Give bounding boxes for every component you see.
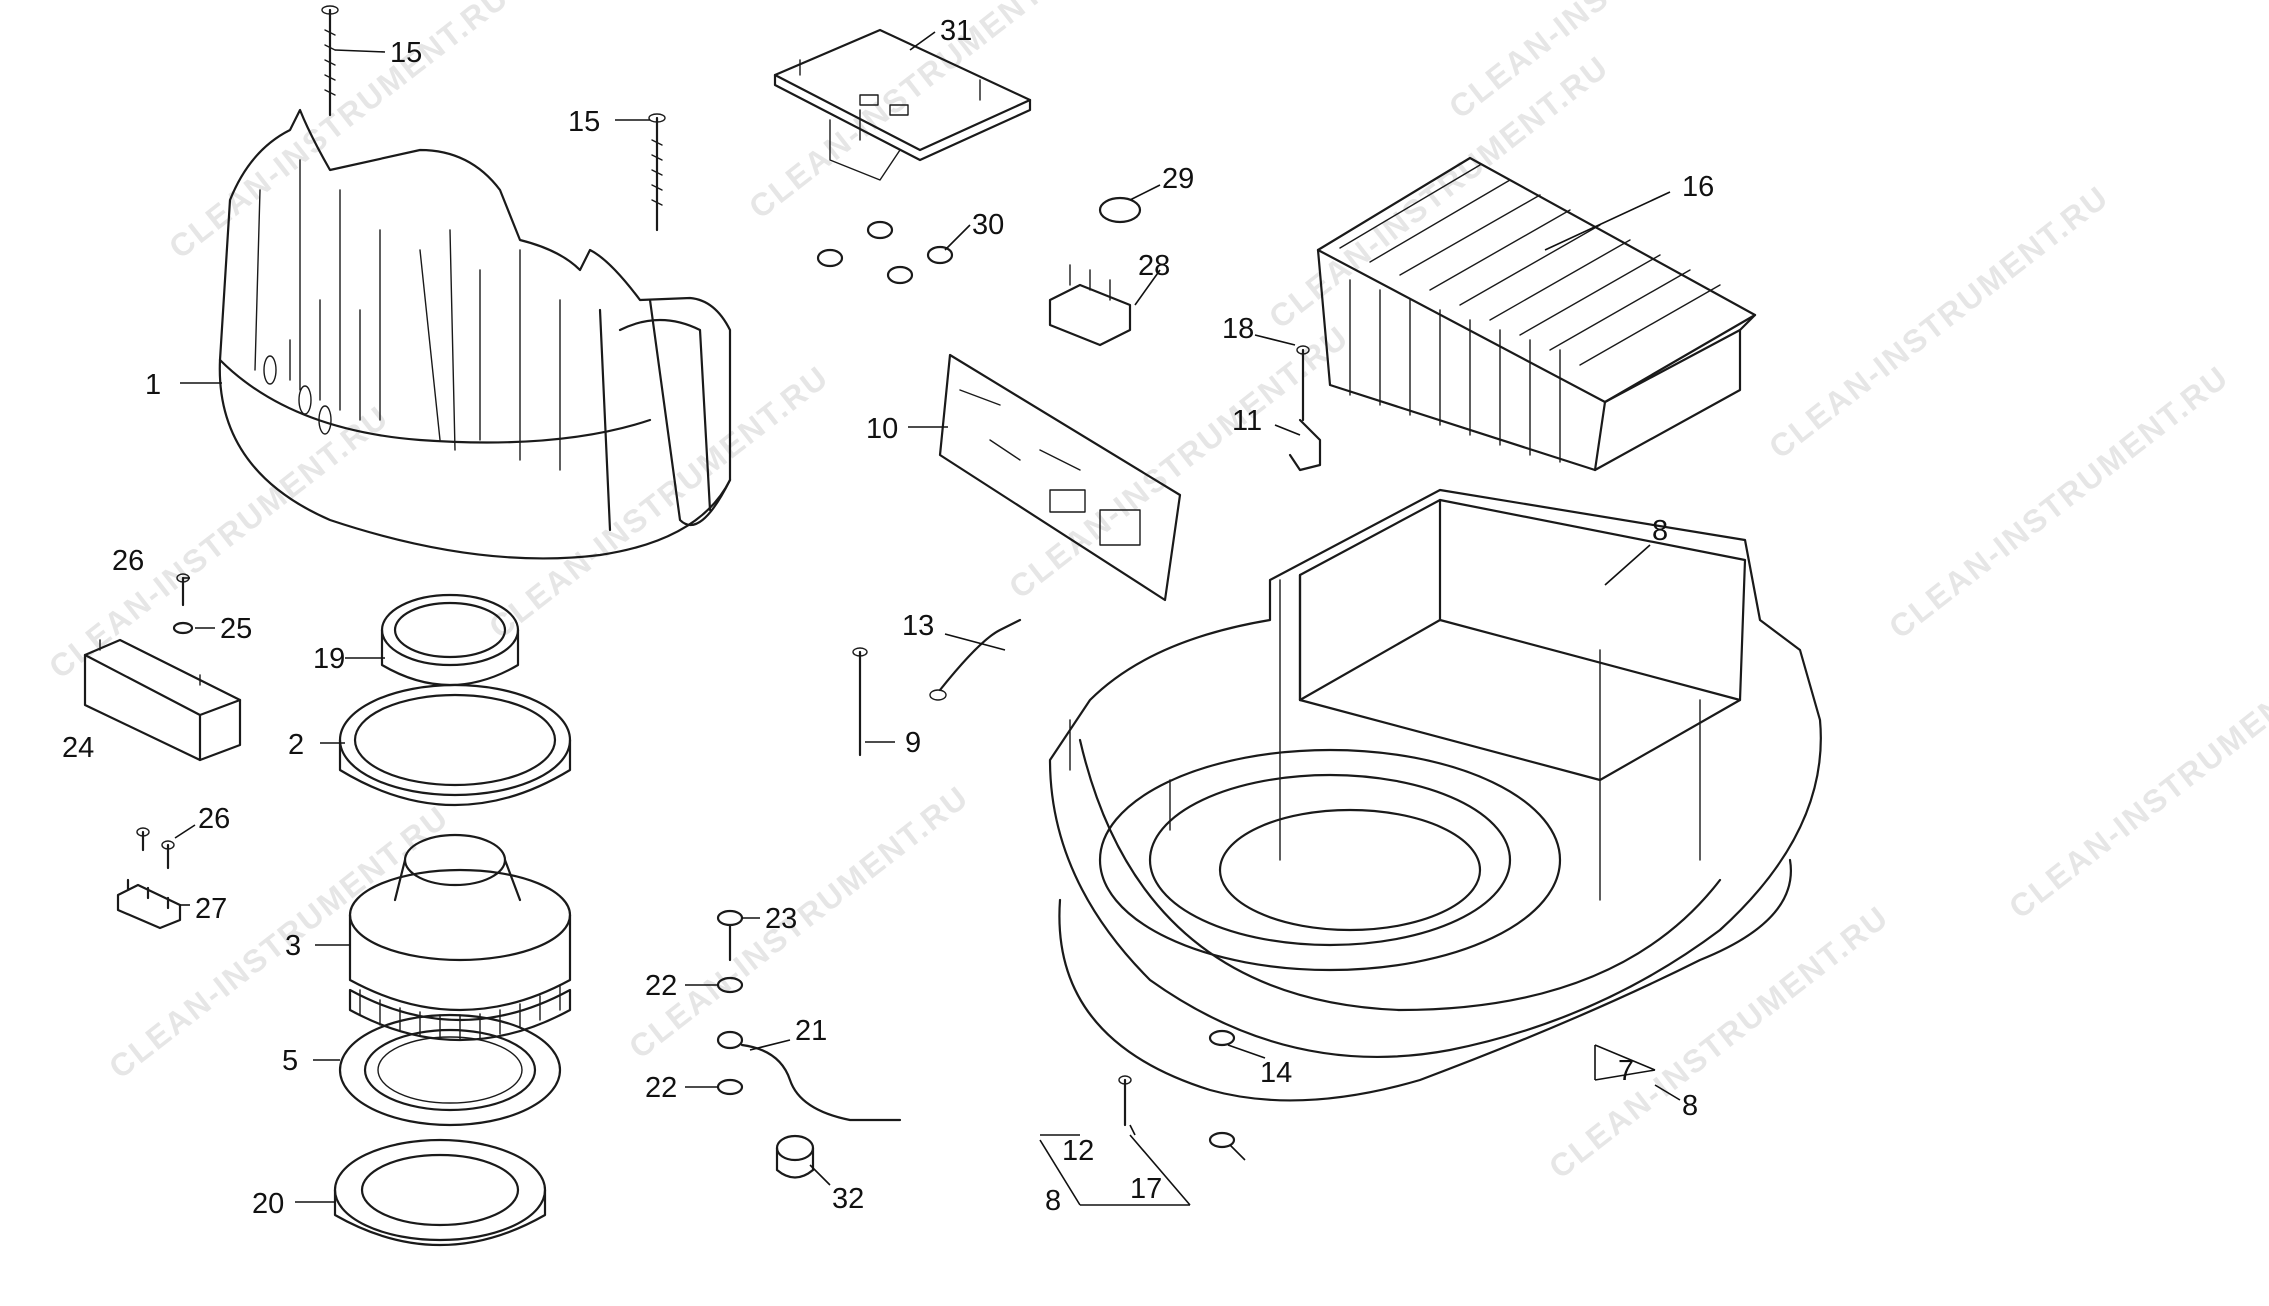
- label-32: 32: [832, 1183, 864, 1215]
- part-9-pin: [852, 647, 868, 757]
- part-18-screw: [1296, 345, 1310, 422]
- label-8: 8: [1045, 1185, 1061, 1217]
- part-labels: 15 15 1 31 29 30 28 18 11 10 16 8 13 9 2…: [62, 15, 1714, 1220]
- label-14: 14: [1260, 1057, 1292, 1089]
- part-15-screws: [321, 5, 666, 232]
- label-25: 25: [220, 613, 252, 645]
- label-8: 8: [1682, 1090, 1698, 1122]
- label-21: 21: [795, 1015, 827, 1047]
- part-32-ferrite: [775, 1134, 815, 1179]
- part-7-seal: [1058, 858, 1792, 1102]
- part-25-washer: [172, 621, 194, 635]
- watermark: CLEAN-INSTRUMENT.RU: [2002, 638, 2269, 925]
- label-11: 11: [1232, 405, 1262, 437]
- label-17: 17: [1130, 1173, 1162, 1205]
- part-30-rubber-feet: [816, 220, 954, 285]
- label-20: 20: [252, 1188, 284, 1220]
- part-29-grommet: [1098, 196, 1142, 224]
- part-11-bracket: [1288, 418, 1322, 472]
- label-23: 23: [765, 903, 797, 935]
- part-2-ring: [338, 683, 572, 806]
- watermark: CLEAN-INSTRUMENT.RU: [1262, 48, 1615, 335]
- label-12: 12: [1062, 1135, 1094, 1167]
- part-28-connector: [1048, 264, 1132, 347]
- label-22: 22: [645, 970, 677, 1002]
- part-21-ground-cable: [716, 1030, 902, 1122]
- watermark: CLEAN-INSTRUMENT.RU: [742, 0, 1095, 226]
- label-26: 26: [198, 803, 230, 835]
- label-7: 7: [1618, 1055, 1634, 1087]
- label-31: 31: [940, 15, 972, 47]
- part-8-lower-housing: [1048, 488, 1822, 1058]
- label-10: 10: [866, 413, 898, 445]
- label-3: 3: [285, 930, 301, 962]
- label-13: 13: [902, 610, 934, 642]
- leader-lines: [174, 31, 1681, 1206]
- watermark: CLEAN-INSTRUMENT.RU: [1442, 0, 1795, 126]
- label-9: 9: [905, 727, 921, 759]
- label-15: 15: [568, 106, 600, 138]
- watermark: CLEAN-INSTRUMENT.RU: [1882, 358, 2235, 645]
- part-31-circuit-board: [773, 28, 1032, 181]
- label-26: 26: [112, 545, 144, 577]
- label-22: 22: [645, 1072, 677, 1104]
- part-17-washer: [1208, 1131, 1236, 1149]
- watermark: CLEAN-INSTRUMENT.RU: [482, 358, 835, 645]
- part-13-terminal: [929, 689, 947, 701]
- watermark: CLEAN-INSTRUMENT.RU: [1762, 178, 2115, 465]
- part-12-screw: [1118, 1075, 1132, 1127]
- part-13-cable: [938, 618, 1022, 692]
- label-18: 18: [1222, 313, 1254, 345]
- part-20-base-ring: [333, 1138, 547, 1247]
- label-15: 15: [390, 37, 422, 69]
- label-29: 29: [1162, 163, 1194, 195]
- label-30: 30: [972, 209, 1004, 241]
- label-27: 27: [195, 893, 227, 925]
- label-2: 2: [288, 729, 304, 761]
- part-16-filter: [1316, 156, 1757, 472]
- label-5: 5: [282, 1045, 298, 1077]
- part-24-module-box: [83, 638, 242, 762]
- part-10-control-board: [938, 353, 1182, 602]
- part-1-upper-housing: [218, 108, 732, 560]
- part-26-screws-lower: [136, 827, 175, 870]
- label-24: 24: [62, 732, 94, 764]
- label-1: 1: [145, 369, 161, 401]
- part-27-terminal-block: [116, 878, 182, 930]
- label-28: 28: [1138, 250, 1170, 282]
- label-16: 16: [1682, 171, 1714, 203]
- watermark: CLEAN-INSTRUMENT.RU: [162, 0, 515, 266]
- label-8: 8: [1652, 515, 1668, 547]
- watermark: CLEAN-INSTRUMENT.RU: [1542, 898, 1895, 1185]
- part-14-nut: [1208, 1029, 1236, 1047]
- part-22-washer-lower: [716, 1078, 744, 1096]
- watermark: CLEAN-INSTRUMENT.RU: [102, 798, 455, 1085]
- part-5-gasket: [338, 1013, 562, 1127]
- label-19: 19: [313, 643, 345, 675]
